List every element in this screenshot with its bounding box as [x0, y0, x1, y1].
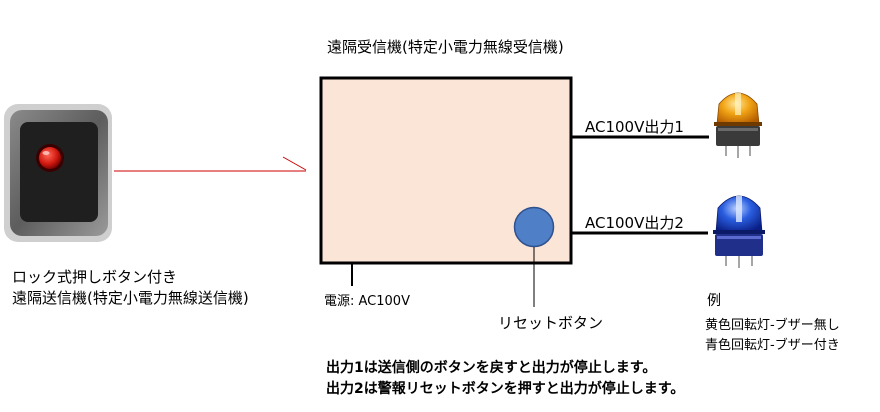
example-line1: 黄色回転灯-ブザー無し	[705, 318, 840, 333]
transmitter-label-line1: ロック式押しボタン付き	[12, 268, 178, 286]
reset-button[interactable]	[513, 206, 555, 248]
output-1-label: AC100V出力1	[585, 118, 684, 136]
note-line2: 出力2は警報リセットボタンを押すと出力が停止します。	[326, 381, 685, 397]
push-button-transmitter-icon	[4, 104, 112, 242]
example-heading: 例	[707, 293, 721, 309]
amber-rotating-lamp-icon	[709, 82, 767, 160]
reset-button-label: リセットボタン	[498, 314, 604, 332]
radio-signal-line	[114, 156, 307, 172]
power-label: 電源: AC100V	[324, 294, 410, 309]
note-line1: 出力1は送信側のボタンを戻すと出力が停止します。	[326, 360, 657, 376]
blue-rotating-lamp-icon	[708, 187, 770, 269]
output-2-label: AC100V出力2	[585, 214, 684, 232]
receiver-title: 遠隔受信機(特定小電力無線受信機)	[327, 38, 564, 56]
example-line2: 青色回転灯-ブザー付き	[705, 338, 840, 353]
transmitter-label-line2: 遠隔送信機(特定小電力無線送信機)	[12, 289, 249, 307]
